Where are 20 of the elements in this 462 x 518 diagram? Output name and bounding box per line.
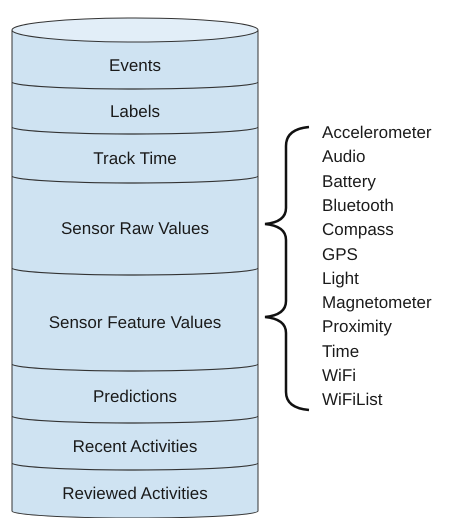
sensor-name: WiFi bbox=[322, 366, 356, 386]
sensor-name: Light bbox=[322, 268, 359, 289]
section-label: Labels bbox=[110, 102, 160, 122]
sensor-name: WiFiList bbox=[322, 390, 382, 410]
sensor-name: Bluetooth bbox=[322, 196, 394, 216]
sensor-name: Time bbox=[322, 342, 360, 362]
sensor-name: Battery bbox=[322, 172, 376, 192]
section-label: Sensor Raw Values bbox=[60, 219, 210, 239]
section-label: Recent Activities bbox=[72, 436, 198, 456]
sensor-name: Accelerometer bbox=[322, 123, 432, 143]
sensor-name: Proximity bbox=[322, 317, 392, 338]
section-label: Reviewed Activities bbox=[62, 484, 208, 504]
section-label: Sensor Feature Values bbox=[48, 313, 222, 333]
section-label: Events bbox=[109, 56, 161, 76]
sensor-name: Compass bbox=[322, 220, 394, 240]
sensor-name: GPS bbox=[322, 244, 358, 264]
section-label: Track Time bbox=[93, 148, 177, 168]
sensor-name: Magnetometer bbox=[322, 293, 432, 314]
sensor-name: Audio bbox=[322, 147, 366, 168]
section-label: Predictions bbox=[92, 387, 178, 407]
